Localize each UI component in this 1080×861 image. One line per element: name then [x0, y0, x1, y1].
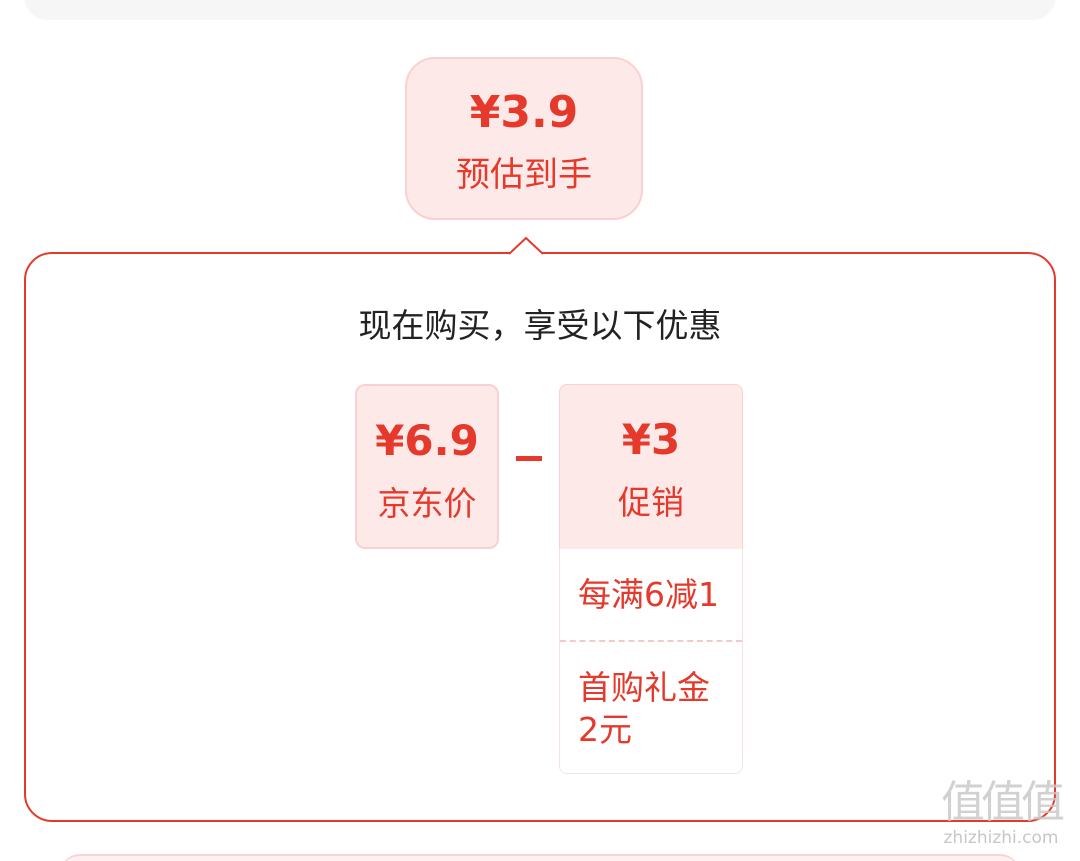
watermark-url: zhizhizhi.com — [943, 828, 1059, 848]
jd-price-label: 京东价 — [377, 484, 477, 523]
promotion-details-list: 每满6减1 首购礼金 2元 — [559, 549, 743, 774]
promotion-card: ¥3 促销 — [559, 384, 743, 549]
watermark-logo: 值值值 — [941, 777, 1065, 828]
site-watermark: 值值值 zhizhizhi.com — [930, 778, 1072, 856]
minus-operator — [516, 456, 542, 461]
estimated-price-label: 预估到手 — [456, 155, 592, 195]
promotion-divider — [560, 640, 742, 642]
estimated-price: ¥3.9 — [469, 87, 579, 138]
promotion-price: ¥3 — [621, 415, 681, 464]
estimated-price-card: ¥3.9 预估到手 — [405, 57, 643, 220]
next-card — [60, 854, 1020, 861]
discount-panel — [24, 252, 1056, 822]
jd-price-card: ¥6.9 京东价 — [355, 384, 499, 549]
promotion-label: 促销 — [618, 483, 684, 522]
promotion-item: 每满6减1 — [578, 575, 719, 614]
promotion-item: 首购礼金 2元 — [578, 668, 710, 749]
jd-price: ¥6.9 — [375, 416, 479, 465]
panel-pointer-notch — [509, 236, 543, 256]
panel-title: 现在购买，享受以下优惠 — [358, 306, 722, 345]
previous-card — [24, 0, 1056, 20]
